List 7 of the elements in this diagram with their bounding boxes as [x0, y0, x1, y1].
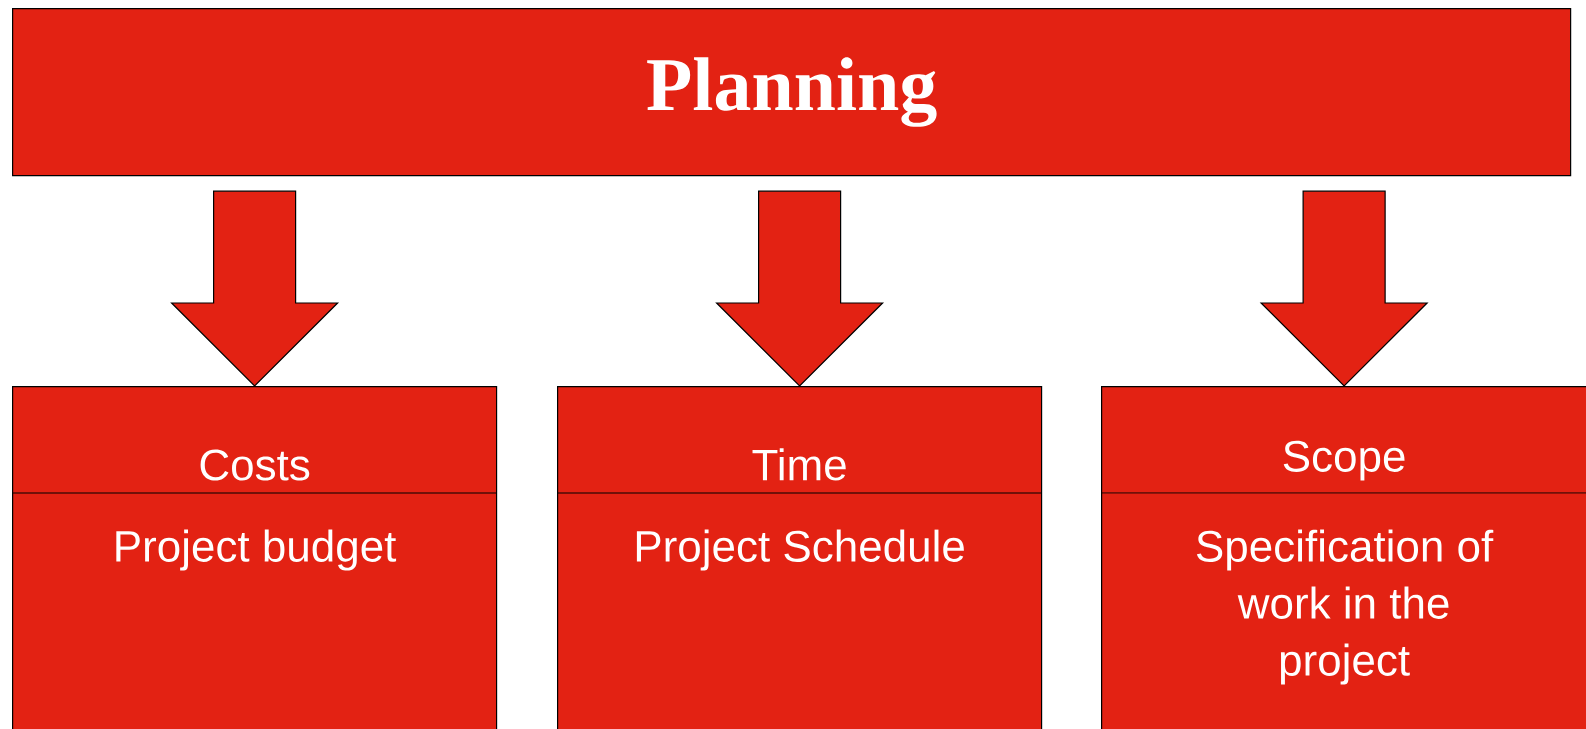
block-arrow: [170, 190, 340, 387]
category-box: Scope Specification of work in the project: [1100, 386, 1586, 729]
category-box: Costs Project budget: [11, 386, 498, 729]
block-arrow: [715, 190, 885, 387]
title-box: Planning: [12, 8, 1572, 177]
block-arrow: [1259, 190, 1429, 387]
category-box: Time Project Schedule: [556, 386, 1043, 729]
